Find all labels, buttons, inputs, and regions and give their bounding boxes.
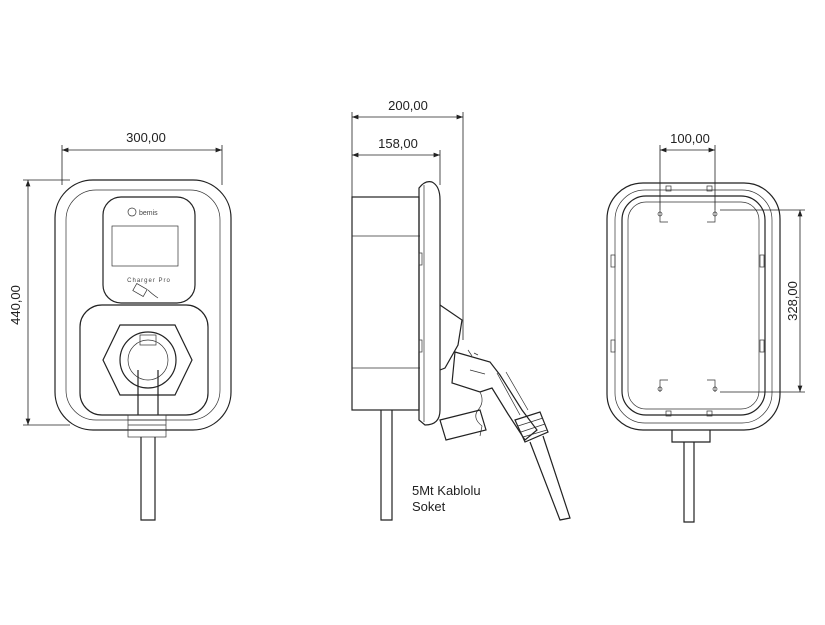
socket-panel (79, 304, 209, 416)
width-dimension-label: 300,00 (126, 130, 166, 145)
total-depth-label: 200,00 (388, 98, 428, 113)
cable-note-line2: Soket (412, 499, 446, 514)
dimension-depth-200: 200,00 (351, 98, 464, 340)
display-screen (111, 225, 179, 267)
frame-clips (610, 185, 765, 417)
rear-view: 100,00 328,00 (606, 131, 805, 523)
charging-plug (439, 349, 571, 521)
svg-text:bemis: bemis (139, 210, 158, 217)
rfid-card-icon (132, 283, 159, 299)
display-panel (102, 196, 196, 304)
front-view: bemis Charger Pro 300,00 440,00 (8, 130, 232, 521)
brand-logo: bemis (127, 207, 158, 217)
front-cover-profile (418, 181, 441, 426)
socket-housing-profile (439, 304, 463, 371)
cable-note-line1: 5Mt Kablolu (412, 483, 481, 498)
height-dimension-label: 440,00 (8, 285, 23, 325)
dimension-depth-158: 158,00 (352, 136, 441, 185)
rear-inner-frame (621, 195, 766, 416)
dimension-height-440: 440,00 (8, 179, 70, 426)
rear-mounting-pole (683, 442, 695, 523)
socket (102, 324, 193, 396)
mounting-holes (657, 210, 718, 392)
side-view: 200,00 158,00 5Mt Kablolu Soket (351, 98, 571, 521)
rear-outer-frame (606, 182, 781, 431)
front-cable (127, 370, 167, 521)
hole-spacing-horizontal-label: 100,00 (670, 131, 710, 146)
dimension-width-300: 300,00 (61, 130, 223, 185)
dimension-hole-spacing-328: 328,00 (720, 209, 805, 393)
dimension-hole-spacing-100: 100,00 (659, 131, 716, 210)
rear-housing (351, 196, 420, 411)
body-depth-label: 158,00 (378, 136, 418, 151)
mounting-pole (380, 410, 393, 521)
product-label: Charger Pro (127, 278, 171, 284)
hole-spacing-vertical-label: 328,00 (785, 281, 800, 321)
cable-gland (671, 430, 711, 443)
